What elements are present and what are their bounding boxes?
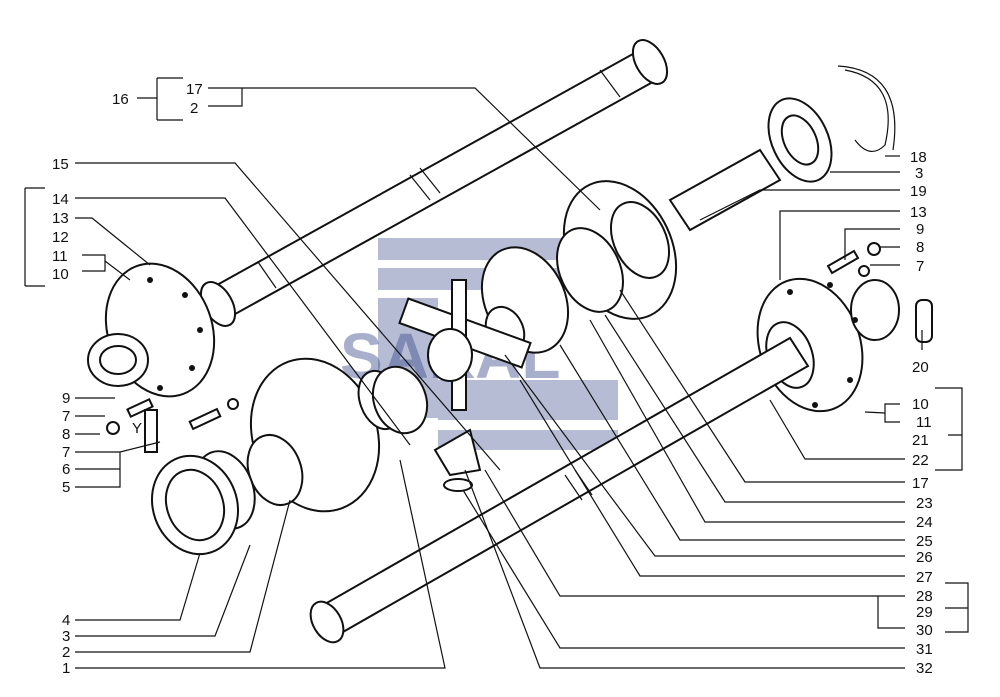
callout-30: 30 [916,622,933,639]
central-gear-set [398,227,624,492]
left-hub-housing [87,262,216,398]
callout-15: 15 [52,156,69,173]
callout-9-left: 9 [62,390,70,407]
callout-10-right: 10 [912,396,929,413]
callout-7-left-a: 7 [62,408,70,425]
callout-7-left-b: 7 [62,444,70,461]
callout-24: 24 [916,514,933,531]
callout-13-right: 13 [910,204,927,221]
callout-3-right: 3 [915,165,923,182]
callout-18: 18 [910,149,927,166]
callout-2-left: 2 [62,644,70,661]
callout-16: 16 [112,91,129,108]
callout-labels: 16 17 2 15 14 13 12 11 10 9 7 8 Y 7 6 5 … [52,81,933,677]
callout-21: 21 [912,432,929,449]
small-fasteners [106,242,933,453]
callout-4: 4 [62,612,70,629]
callout-13-left: 13 [52,210,69,227]
callout-22: 22 [912,452,929,469]
callout-6: 6 [62,461,70,478]
callout-27: 27 [916,569,933,586]
callout-29: 29 [916,604,933,621]
callout-12: 12 [52,229,69,246]
callout-7-right: 7 [916,258,924,275]
lower-half-shaft [309,336,810,644]
callout-y: Y [132,420,142,437]
callout-23: 23 [916,495,933,512]
callout-32: 32 [916,660,933,677]
callout-11-right: 11 [916,414,932,431]
callout-17-top: 17 [186,81,203,98]
callout-14: 14 [52,191,69,208]
callout-31: 31 [916,641,933,658]
right-hub-housing [756,277,900,413]
callout-2-top: 2 [190,100,198,117]
callout-19: 19 [910,183,927,200]
callout-8-right: 8 [916,239,924,256]
callout-5: 5 [62,479,70,496]
callout-28: 28 [916,588,933,605]
callout-11-left: 11 [52,248,68,265]
lower-left-housing [150,357,429,556]
callout-9-right: 9 [916,221,924,238]
callout-25: 25 [916,533,933,550]
callout-26: 26 [916,549,933,566]
callout-3-left: 3 [62,628,70,645]
callout-20: 20 [912,359,929,376]
callout-8-left: 8 [62,426,70,443]
callout-1: 1 [62,660,70,677]
leader-lines [24,77,969,669]
callout-10-left: 10 [52,266,69,283]
callout-17-right: 17 [912,475,929,492]
